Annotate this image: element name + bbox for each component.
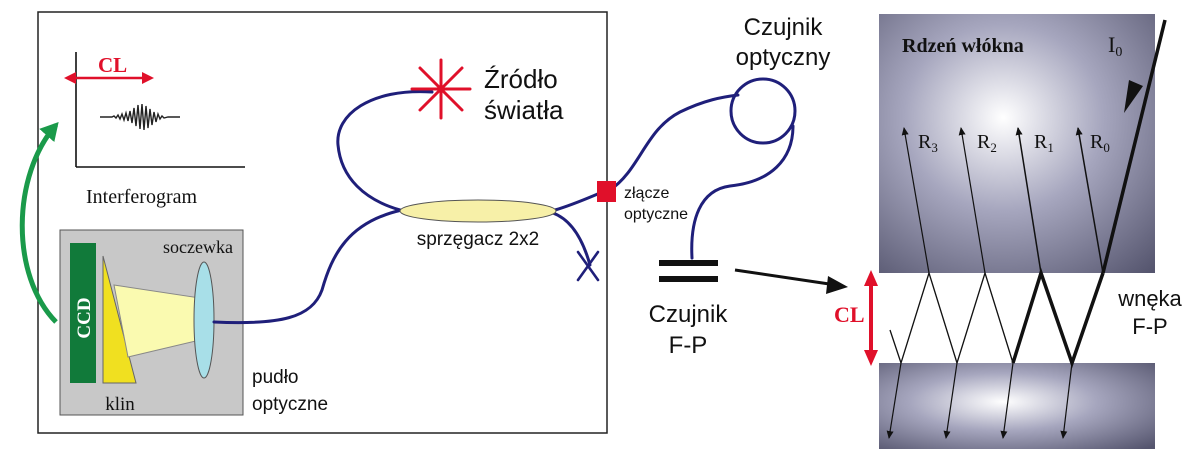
fiber-connector-to-loop — [608, 93, 740, 192]
reflected-beam-r1 — [1015, 127, 1042, 274]
czujnik-optyczny-line2: optyczny — [736, 44, 831, 71]
fp-sensor-plate-top — [659, 260, 718, 266]
i0-label: I0 — [1108, 32, 1122, 60]
cl-right-label: CL — [834, 302, 865, 327]
interferogram-signal — [100, 103, 180, 131]
ccd-to-interferogram-arrow — [19, 121, 59, 324]
cavity-rays-thin — [889, 270, 1014, 366]
r3-label: R3 — [918, 131, 938, 155]
fiber-termination-x — [576, 250, 600, 282]
optical-fibers — [212, 77, 797, 325]
r2-label: R2 — [977, 131, 997, 155]
zrodlo-label-line2: światła — [484, 95, 564, 125]
fiber-core-top — [879, 14, 1155, 273]
coupler-label: sprzęgacz 2x2 — [417, 229, 540, 250]
light-source-icon — [410, 58, 472, 120]
cavity-zigzag — [889, 267, 1105, 369]
incident-beam-head — [1124, 80, 1143, 113]
fiber-core-bottom — [879, 363, 1155, 449]
zlacze-label-line2: optyczne — [624, 206, 688, 223]
ccd-label: CCD — [74, 297, 95, 338]
transmitted-beams — [886, 362, 1073, 439]
sensor-fiber-loop — [729, 77, 797, 145]
cl-right-arrow-bottom-head — [864, 350, 878, 366]
coupler-2x2 — [399, 199, 557, 223]
lens — [193, 261, 215, 379]
incident-beam — [1101, 19, 1167, 274]
rdzen-label: Rdzeń włókna — [902, 35, 1024, 57]
transmitted-beam-2 — [1000, 362, 1014, 439]
reflected-beam-r3 — [901, 127, 930, 274]
zoom-arrow — [734, 268, 837, 287]
fiber-source-to-coupler — [336, 90, 434, 212]
zrodlo-label-line1: Źródło — [484, 64, 558, 94]
fiber-coupler-to-connector — [553, 191, 602, 212]
klin-label: klin — [105, 394, 135, 415]
cl-top-label: CL — [98, 53, 127, 77]
interferogram-plot: CL Interferogram — [64, 52, 245, 208]
czujnik-fp-line2: F-P — [669, 332, 708, 359]
reflected-beams — [901, 127, 1104, 274]
cl-top-arrow-right-head — [142, 72, 154, 84]
transmitted-beam-1 — [1060, 362, 1073, 439]
ccd-detector — [70, 243, 96, 383]
fiber-loop-to-fp — [690, 124, 795, 260]
reflected-beam-r2 — [958, 127, 986, 274]
reflected-beam-r0 — [1075, 127, 1104, 274]
czujnik-fp-line1: Czujnik — [649, 301, 729, 328]
optical-box: CCD klin soczewka — [59, 229, 244, 416]
pudlo-label-line2: optyczne — [252, 394, 328, 415]
czujnik-optyczny-line1: Czujnik — [744, 14, 824, 41]
fp-sensor-plate-bottom — [659, 276, 718, 282]
wneka-label-line1: wnęka — [1117, 286, 1182, 311]
r1-label: R1 — [1034, 131, 1054, 155]
cavity-rays-thick — [1011, 267, 1105, 369]
r0-label: R0 — [1090, 131, 1110, 155]
interferogram-label: Interferogram — [86, 186, 197, 208]
zoom-arrow-head — [826, 276, 848, 294]
cl-top-arrow-left-head — [64, 72, 76, 84]
cl-right-arrow-top-head — [864, 270, 878, 286]
transmitted-beam-3 — [943, 362, 958, 439]
zlacze-label-line1: złącze — [624, 185, 669, 202]
wneka-label-line2: F-P — [1132, 314, 1167, 339]
soczewka-label: soczewka — [163, 237, 233, 257]
fiber-box-to-coupler — [212, 208, 404, 325]
transmitted-beam-4 — [886, 362, 902, 439]
optical-connector — [597, 181, 616, 202]
pudlo-label-line1: pudło — [252, 367, 299, 388]
fiber-coupler-to-end — [551, 211, 592, 267]
